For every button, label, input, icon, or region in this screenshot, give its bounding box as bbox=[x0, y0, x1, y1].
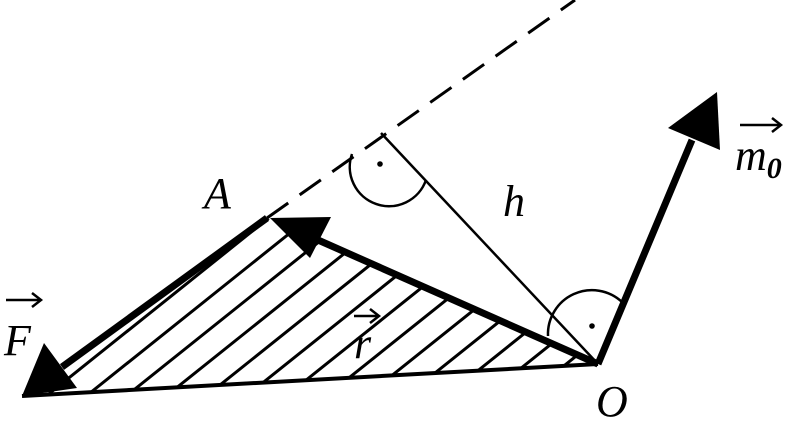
label-moment-subscript: 0 bbox=[767, 152, 782, 185]
triangle-base-line bbox=[21, 362, 599, 398]
label-point-a: A bbox=[201, 169, 232, 218]
radius-vector-arrowhead bbox=[270, 217, 331, 258]
label-height: h bbox=[503, 177, 525, 226]
height-line bbox=[380, 132, 599, 365]
overhead-arrow-moment bbox=[740, 117, 784, 133]
overhead-arrow-force bbox=[6, 292, 44, 308]
label-moment-main: m bbox=[735, 131, 767, 180]
hatched-area bbox=[22, 218, 598, 396]
force-vector-shaft bbox=[59, 215, 270, 370]
label-force: F bbox=[3, 316, 32, 365]
right-angle-dot-top bbox=[377, 161, 383, 167]
right-angle-arc-origin bbox=[546, 288, 623, 337]
overhead-arrow-radius bbox=[354, 308, 382, 324]
label-origin: O bbox=[596, 377, 628, 421]
moment-vector-shaft bbox=[594, 138, 696, 366]
label-moment: m0 bbox=[735, 131, 782, 185]
force-vector-arrowhead bbox=[22, 343, 77, 396]
moment-vector-arrowhead bbox=[668, 92, 720, 150]
right-angle-arc-top bbox=[348, 153, 428, 208]
line-of-action-dashed bbox=[266, 0, 576, 220]
label-radius: r bbox=[354, 319, 372, 368]
right-angle-dot-origin bbox=[589, 323, 595, 329]
radius-vector-shaft bbox=[316, 236, 600, 368]
